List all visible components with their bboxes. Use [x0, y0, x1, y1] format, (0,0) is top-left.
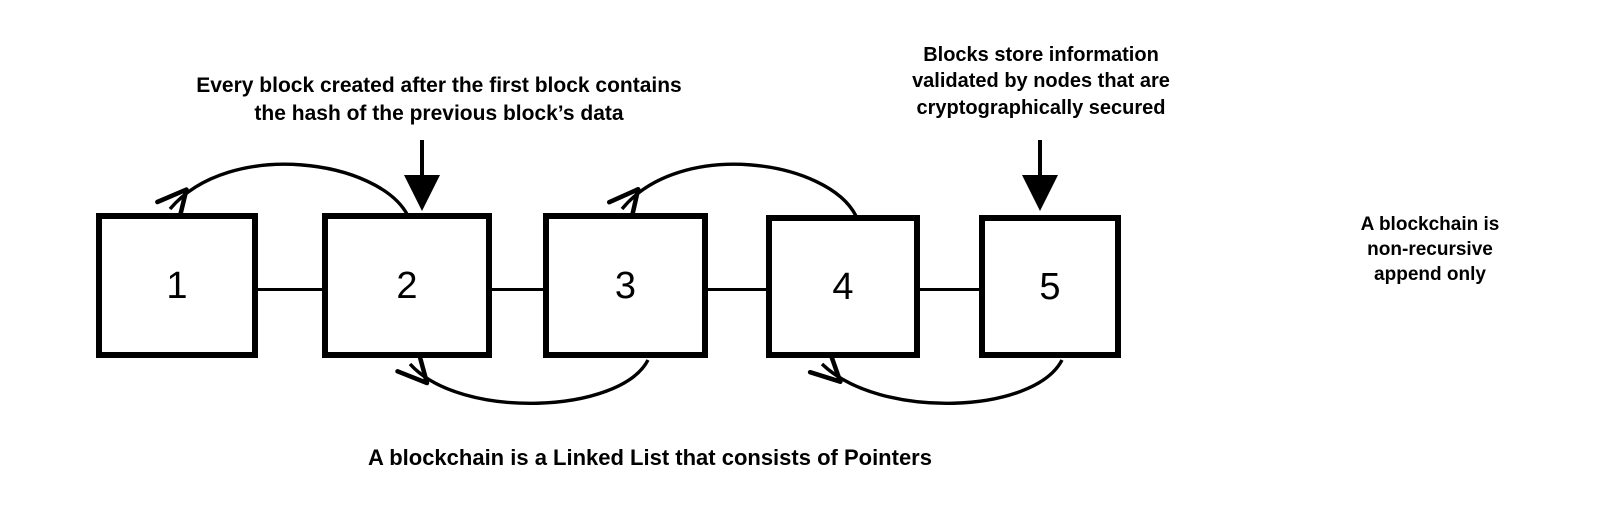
block-3-label: 3 [614, 264, 637, 307]
block-1: 1 [96, 213, 258, 358]
block-4-label: 4 [832, 265, 854, 308]
curved-arrow-block4-to-block3 [606, 162, 858, 223]
block-4: 4 [766, 215, 920, 358]
block-1-label: 1 [166, 264, 188, 307]
annotation-append-only: A blockchain is non-recursive append onl… [1360, 214, 1500, 286]
connector-block1-block2 [256, 288, 326, 291]
connector-block3-block4 [706, 288, 769, 291]
block-2: 2 [322, 213, 492, 358]
annotation-node-validation: Blocks store information validated by no… [912, 44, 1170, 119]
curved-arrow-block2-to-block1 [155, 162, 410, 223]
curved-arrow-block5-to-block4 [807, 349, 1064, 405]
block-5: 5 [979, 215, 1121, 358]
annotation-hash-pointer: Every block created after the first bloc… [196, 74, 682, 125]
block-3: 3 [543, 213, 708, 358]
curved-arrow-block3-to-block2 [395, 350, 650, 405]
block-5-label: 5 [1039, 265, 1061, 308]
block-2-label: 2 [396, 264, 418, 307]
connector-block4-block5 [918, 288, 982, 291]
connector-block2-block3 [490, 288, 546, 291]
diagram-caption: A blockchain is a Linked List that consi… [368, 445, 932, 470]
